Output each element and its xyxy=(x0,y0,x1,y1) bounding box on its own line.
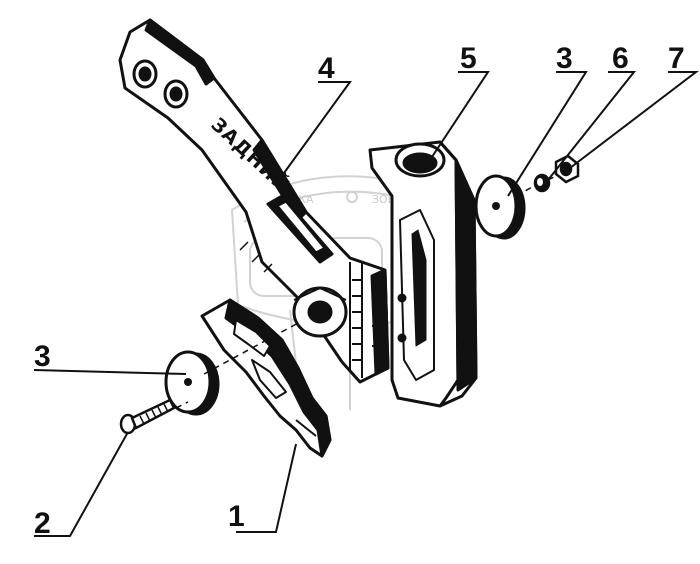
callout-part-5: 5 xyxy=(460,42,477,75)
watermark-right-text: ЗОВ xyxy=(372,193,395,206)
callout-part-2: 2 xyxy=(34,507,51,540)
callout-part-1: 1 xyxy=(228,500,245,533)
part-3-left-washer xyxy=(164,350,220,416)
callout-part-6: 6 xyxy=(612,42,629,75)
leader-lines xyxy=(33,71,699,537)
part-6-lock-washer xyxy=(533,173,551,193)
callout-part-7: 7 xyxy=(668,42,685,75)
part-3-right-washer xyxy=(474,174,526,240)
callout-part-4: 4 xyxy=(318,52,335,85)
part-5-bracket xyxy=(368,140,478,408)
part-1-curved-pad xyxy=(200,298,332,458)
callout-labels: 1 2 3 3 4 5 6 7 xyxy=(34,42,685,540)
part-2-screw xyxy=(119,398,176,435)
callout-part-3-left: 3 xyxy=(34,340,51,373)
part-7-nut xyxy=(554,154,580,184)
callout-part-3-right: 3 xyxy=(556,42,573,75)
